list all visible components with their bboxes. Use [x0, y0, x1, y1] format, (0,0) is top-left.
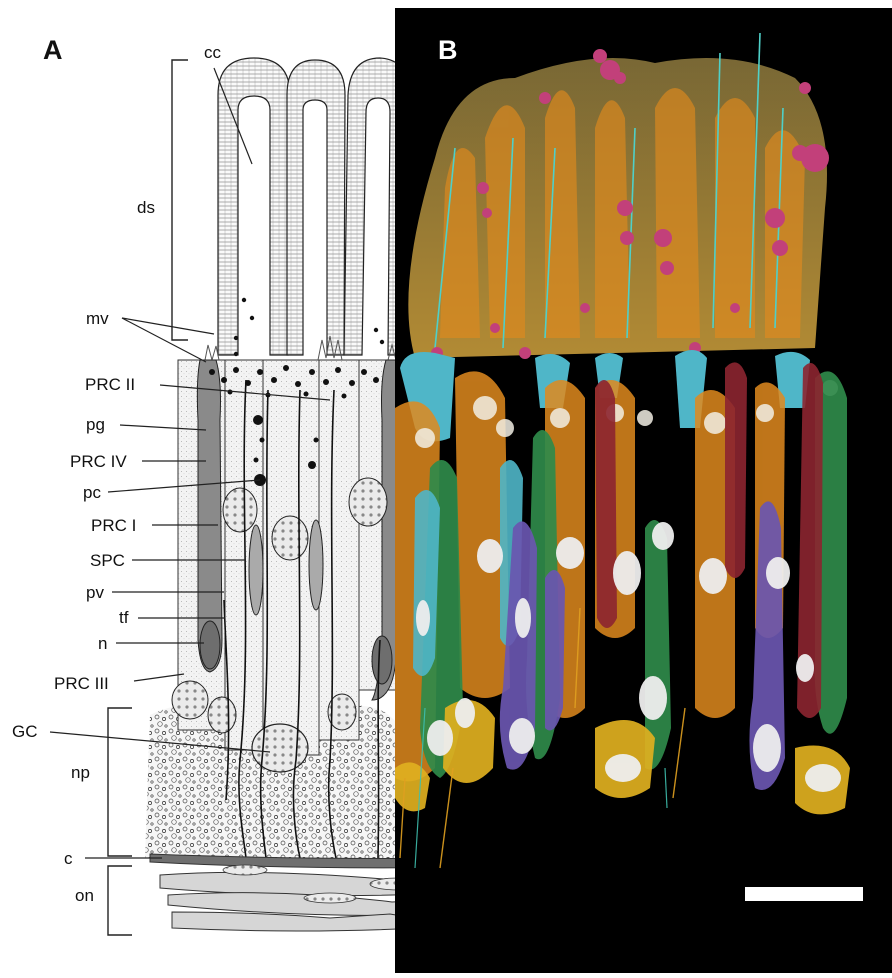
label-np: np: [71, 764, 90, 781]
label-prc1: PRC I: [91, 517, 136, 534]
on-bracket: [108, 866, 132, 935]
label-on: on: [75, 887, 94, 904]
scale-bar: [745, 887, 863, 901]
label-spc: SPC: [90, 552, 125, 569]
panel-b-render: [395, 8, 892, 973]
label-gc: GC: [12, 723, 38, 740]
leader-prc3: [134, 674, 184, 681]
label-pc: pc: [83, 484, 101, 501]
label-prc3: PRC III: [54, 675, 109, 692]
label-n: n: [98, 635, 107, 652]
panel-b-reconstruction: B: [395, 8, 892, 973]
label-mv: mv: [86, 310, 109, 327]
panel-b-letter: B: [438, 37, 458, 64]
label-pv: pv: [86, 584, 104, 601]
label-prc4: PRC IV: [70, 453, 127, 470]
np-bracket: [108, 708, 132, 856]
label-c: c: [64, 850, 73, 867]
label-prc2: PRC II: [85, 376, 135, 393]
panel-a-letter: A: [43, 37, 63, 64]
label-ds: ds: [137, 199, 155, 216]
leader-mv-1: [122, 318, 214, 334]
leader-mv-2: [122, 318, 206, 362]
label-cc: cc: [204, 44, 221, 61]
label-tf: tf: [119, 609, 128, 626]
ds-bracket: [172, 60, 188, 340]
label-pg: pg: [86, 416, 105, 433]
